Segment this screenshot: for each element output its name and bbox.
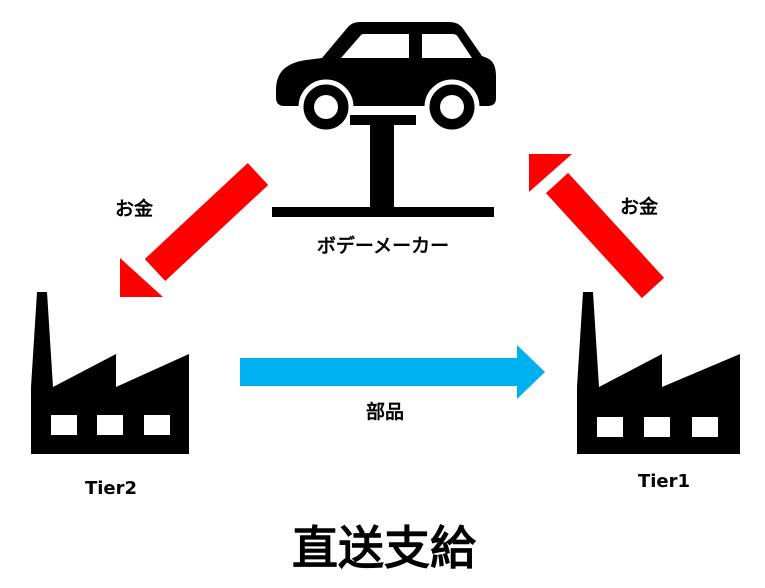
money-label-left: お金	[115, 197, 154, 220]
car-rear-window	[422, 34, 472, 58]
tier2-label: Tier2	[85, 478, 137, 499]
money-label-right: お金	[620, 195, 659, 218]
car-on-lift-icon	[272, 22, 496, 217]
tier1-label: Tier1	[638, 471, 690, 492]
car-front-window	[341, 34, 409, 58]
maker-label: ボデーメーカー	[317, 234, 449, 257]
diagram-title: 直送支給	[292, 521, 477, 575]
car-rear-hub	[440, 95, 464, 119]
parts-label: 部品	[366, 400, 404, 423]
lift-pillar	[370, 115, 394, 207]
car-front-hub	[314, 95, 338, 119]
factory-icon	[577, 292, 740, 454]
factory-icon	[31, 292, 189, 454]
money-arrow-to-maker	[529, 154, 665, 299]
parts-arrow	[240, 345, 545, 399]
lift-base	[272, 207, 494, 217]
money-arrow-to-tier2	[120, 163, 269, 297]
